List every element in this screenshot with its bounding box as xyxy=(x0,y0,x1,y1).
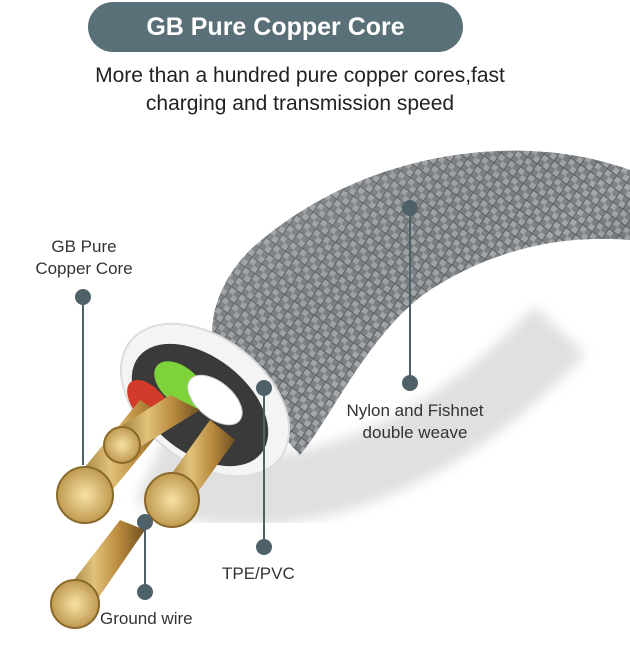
white-wire xyxy=(187,374,243,426)
page-title: GB Pure Copper Core xyxy=(146,12,405,41)
callout-dot-insulation-top xyxy=(256,380,272,396)
callout-dot-braid-bottom xyxy=(402,375,418,391)
callout-dot-braid-top xyxy=(402,200,418,216)
subtitle-line-2: charging and transmission speed xyxy=(145,92,455,115)
title-badge: GB Pure Copper Core xyxy=(88,2,463,52)
callout-dot-insulation-bottom xyxy=(256,539,272,555)
callout-copper-core-line-1: GB Pure xyxy=(51,237,117,256)
callout-dot-ground-top xyxy=(137,514,153,530)
callout-braid-line-1: Nylon and Fishnet xyxy=(346,401,484,420)
ground-wire-end xyxy=(50,579,100,629)
subtitle-line-1: More than a hundred pure copper cores,fa… xyxy=(95,64,505,87)
copper-core-end-1 xyxy=(56,466,114,524)
copper-core-end-2 xyxy=(103,426,141,464)
subtitle: More than a hundred pure copper cores,fa… xyxy=(20,62,580,118)
callout-label-braid: Nylon and Fishnet double weave xyxy=(330,400,500,444)
callout-braid-line-2: double weave xyxy=(362,423,468,442)
callout-dot-copper-core xyxy=(75,289,91,305)
callout-label-ground: Ground wire xyxy=(100,609,193,628)
braided-sleeve-shading xyxy=(211,150,630,455)
callout-copper-core-line-2: Copper Core xyxy=(35,259,133,278)
callout-label-insulation: TPE/PVC xyxy=(222,564,295,583)
callout-dot-ground-bottom xyxy=(137,584,153,600)
copper-core-end-3 xyxy=(144,472,200,528)
callout-label-copper-core: GB Pure Copper Core xyxy=(28,236,140,280)
